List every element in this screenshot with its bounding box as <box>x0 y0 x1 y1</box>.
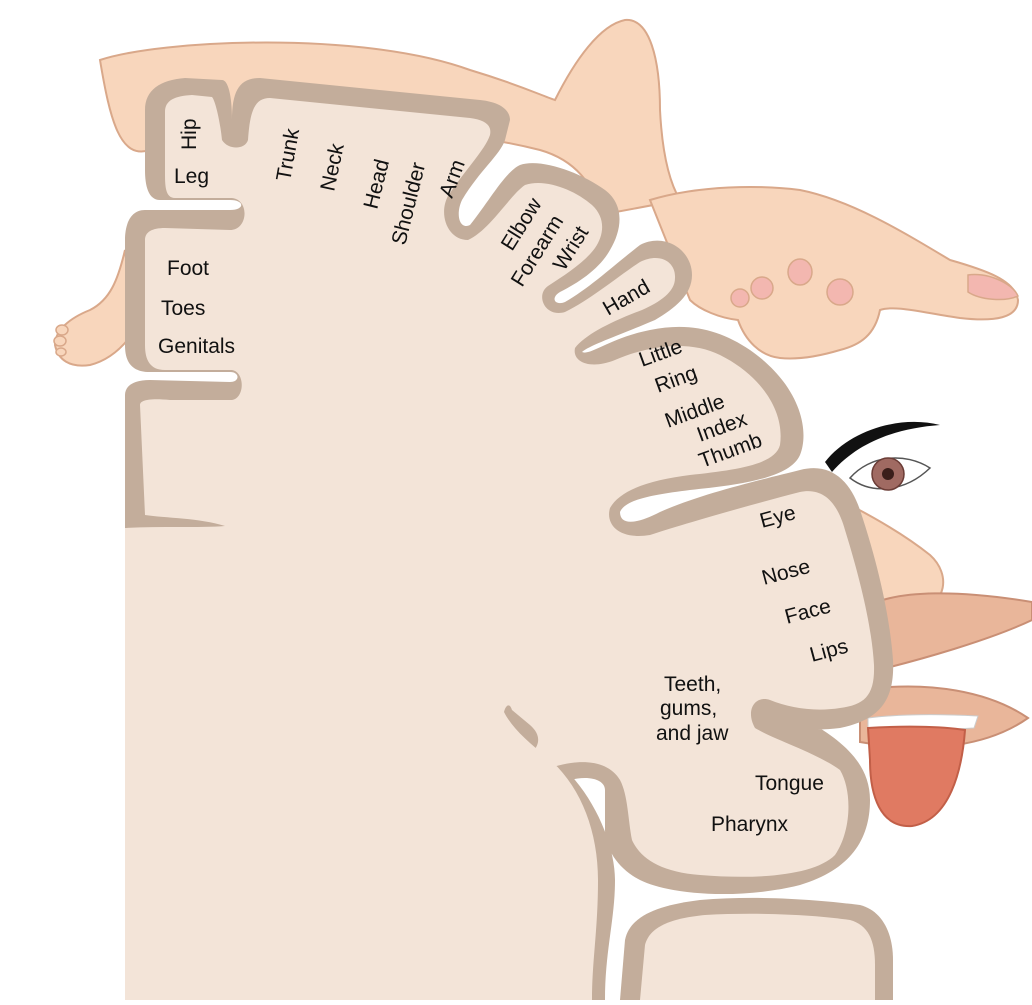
toes-illustration <box>53 324 69 357</box>
foot-illustration <box>53 249 137 367</box>
upper-lip-illustration <box>869 592 1032 674</box>
eyebrow-illustration <box>825 421 940 472</box>
white-matter <box>125 95 875 1000</box>
label-teeth-line2: gums, <box>660 697 717 720</box>
label-genitals: Genitals <box>158 335 235 358</box>
fingernails-illustration <box>730 258 1019 308</box>
hand-illustration <box>648 186 1020 360</box>
label-teeth-line3: and jaw <box>656 722 729 745</box>
label-foot: Foot <box>167 257 209 280</box>
lower-gyrus-inner <box>640 913 875 1000</box>
label-pharynx: Pharynx <box>711 813 789 836</box>
label-leg: Leg <box>174 165 209 188</box>
tongue-illustration <box>866 725 967 828</box>
label-teeth-line1: Teeth, <box>664 673 721 696</box>
label-tongue: Tongue <box>755 772 824 795</box>
labels-group: Hip Leg Trunk Neck Head Shoulder Arm Elb… <box>158 118 851 836</box>
label-toes: Toes <box>161 297 205 320</box>
pupil-illustration <box>882 468 894 480</box>
label-hip: Hip <box>178 118 201 150</box>
